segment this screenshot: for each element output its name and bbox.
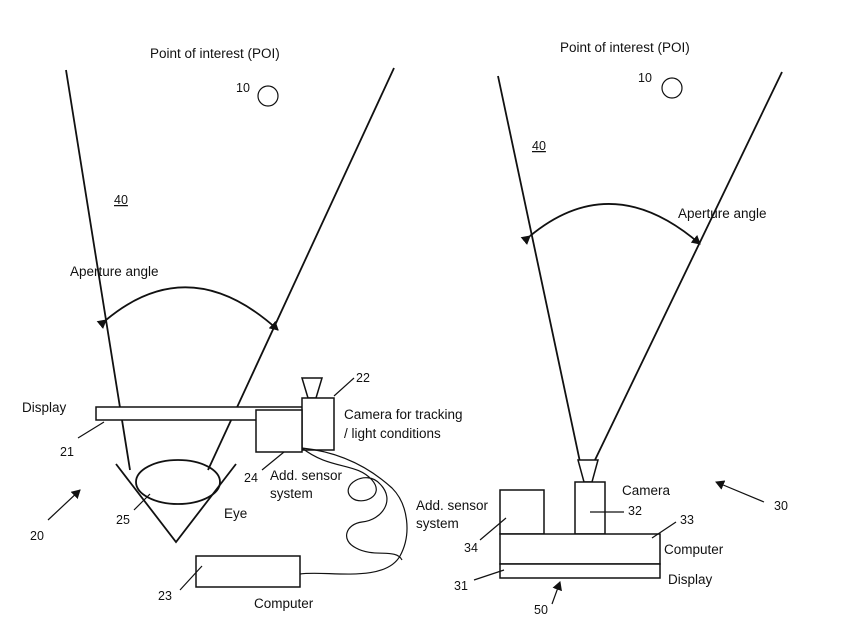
right-computer-ref: 33: [680, 513, 694, 527]
right-base-arrow: [552, 582, 560, 604]
left-eye-label: Eye: [224, 506, 247, 521]
left-poi-circle: [258, 86, 278, 106]
left-camera-label-1: Camera for tracking: [344, 407, 463, 422]
right-aperture-arc: [530, 204, 700, 244]
left-figure: Point of interest (POI) 10 40 Aperture a…: [22, 46, 463, 611]
right-device-arrow: [716, 482, 764, 502]
left-poi-label: Point of interest (POI): [150, 46, 280, 61]
right-computer-leader: [652, 522, 676, 538]
left-display-label: Display: [22, 400, 67, 415]
left-computer-ref: 23: [158, 589, 172, 603]
right-display-box: [500, 564, 660, 578]
left-eye-ref: 25: [116, 513, 130, 527]
left-device-ref: 20: [30, 529, 44, 543]
right-sensor-label-1: Add. sensor: [416, 498, 489, 513]
right-sensor-ref: 34: [464, 541, 478, 555]
right-computer-box: [500, 534, 660, 564]
left-sensor-label-2: system: [270, 486, 313, 501]
left-computer-label: Computer: [254, 596, 314, 611]
left-sensor-ref: 24: [244, 471, 258, 485]
right-display-label: Display: [668, 572, 713, 587]
right-poi-circle: [662, 78, 682, 98]
left-aperture-label: Aperture angle: [70, 264, 159, 279]
left-sensor-box: [256, 410, 302, 452]
left-eye-ellipse: [136, 460, 220, 504]
right-camera-label: Camera: [622, 483, 671, 498]
right-sensor-box: [500, 490, 544, 534]
right-poi-label: Point of interest (POI): [560, 40, 690, 55]
left-device-arrow: [48, 490, 80, 520]
right-figure: Point of interest (POI) 10 40 Aperture a…: [416, 40, 788, 617]
right-computer-label: Computer: [664, 542, 724, 557]
left-camera-leader: [334, 378, 354, 396]
left-camera-label-2: / light conditions: [344, 426, 441, 441]
left-sensor-label-1: Add. sensor: [270, 468, 343, 483]
right-fov-line-left: [498, 76, 580, 462]
right-region-ref: 40: [532, 139, 546, 153]
left-poi-ref: 10: [236, 81, 250, 95]
left-display-ref: 21: [60, 445, 74, 459]
right-sensor-label-2: system: [416, 516, 459, 531]
left-aperture-arc: [106, 287, 278, 330]
right-aperture-label: Aperture angle: [678, 206, 767, 221]
right-camera-body: [575, 482, 605, 534]
left-display-leader: [78, 422, 104, 438]
right-camera-ref: 32: [628, 504, 642, 518]
right-base-ref: 50: [534, 603, 548, 617]
left-camera-body: [302, 398, 334, 450]
left-computer-box: [196, 556, 300, 587]
right-device-ref: 30: [774, 499, 788, 513]
right-fov-line-right: [594, 72, 782, 462]
right-display-ref: 31: [454, 579, 468, 593]
left-camera-ref: 22: [356, 371, 370, 385]
left-cable: [300, 448, 407, 574]
left-region-ref: 40: [114, 193, 128, 207]
right-camera-lens: [578, 460, 598, 482]
left-camera-lens: [302, 378, 322, 398]
right-poi-ref: 10: [638, 71, 652, 85]
